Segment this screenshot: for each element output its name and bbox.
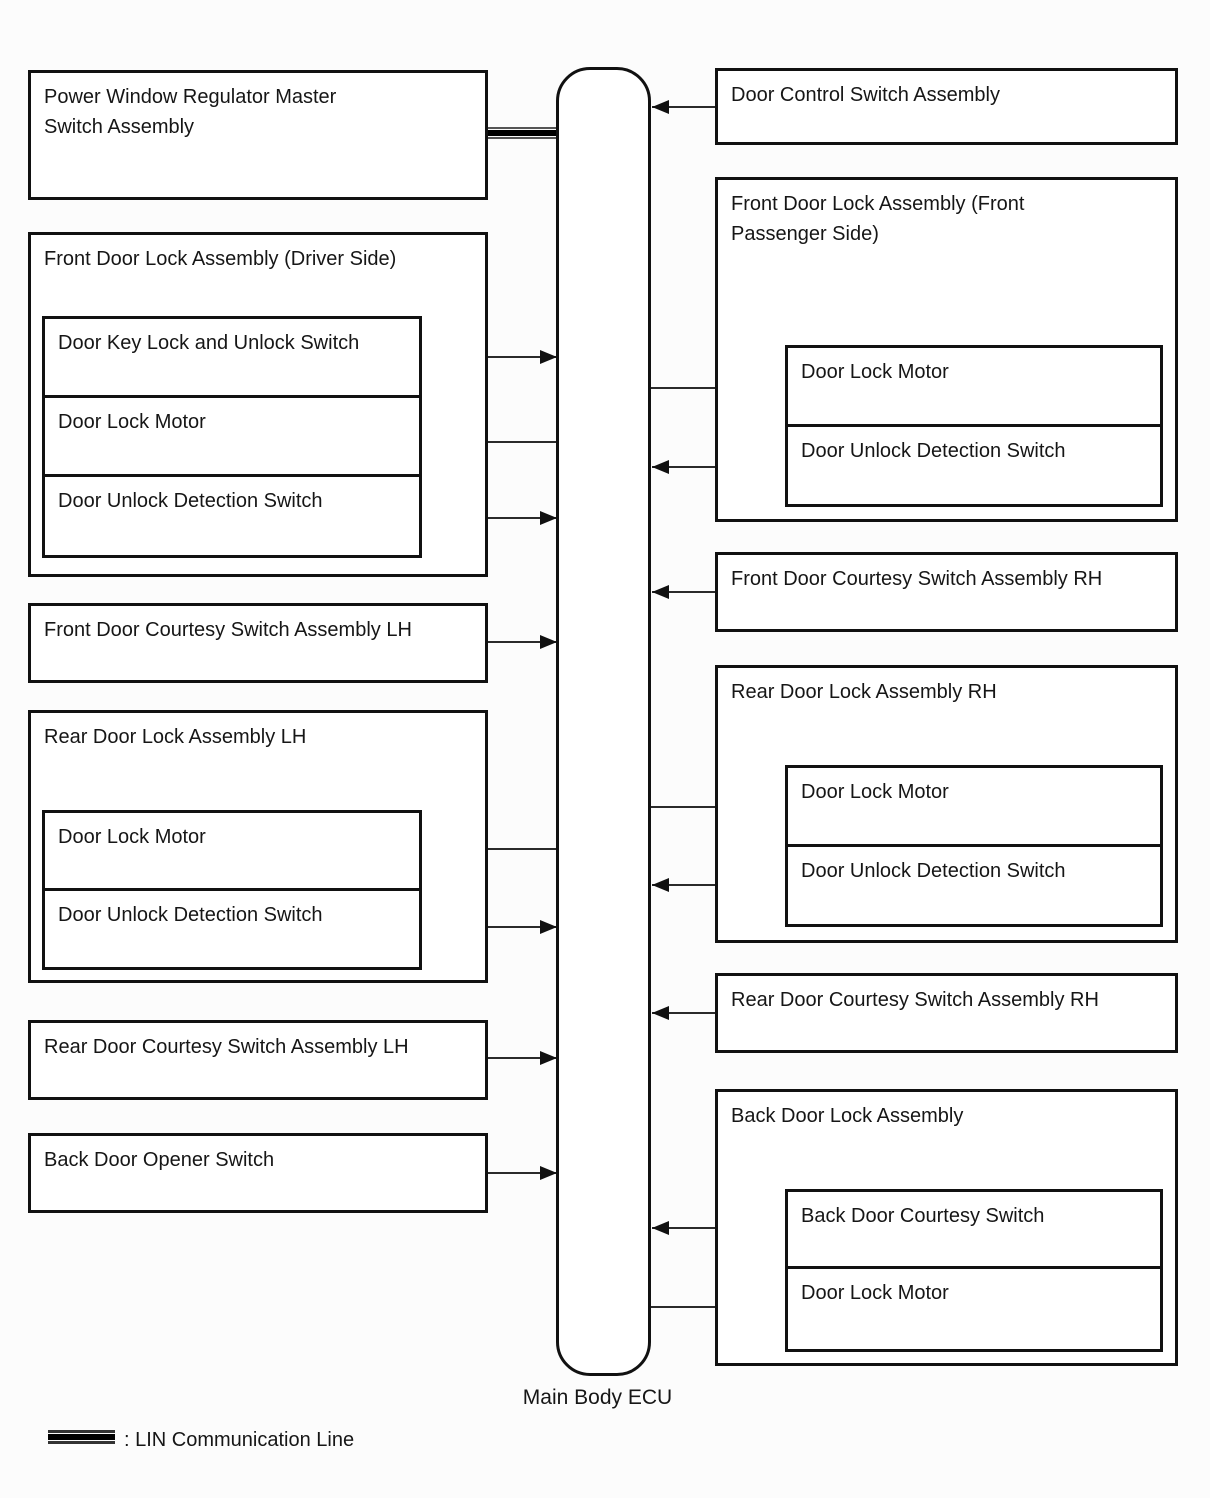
node-rear-door-courtesy-switch-rh: Rear Door Courtesy Switch Assembly RH — [715, 973, 1178, 1053]
subnode-door-lock-motor-rear-lh: Door Lock Motor — [42, 810, 422, 891]
subnode-door-key-lock-and-unlock-switch: Door Key Lock and Unlock Switch — [42, 316, 422, 398]
node-front-door-lock-assembly-passenger: Front Door Lock Assembly (Front Passenge… — [715, 177, 1178, 522]
subnode-title: Door Lock Motor — [58, 826, 206, 848]
node-front-door-courtesy-switch-rh: Front Door Courtesy Switch Assembly RH — [715, 552, 1178, 632]
subnode-door-unlock-detection-switch-rear-rh: Door Unlock Detection Switch — [785, 844, 1163, 927]
node-title: Door Control Switch Assembly — [731, 84, 1000, 106]
node-rear-door-lock-assembly-lh: Rear Door Lock Assembly LH Door Lock Mot… — [28, 710, 488, 983]
subnode-door-lock-motor-rear-rh: Door Lock Motor — [785, 765, 1163, 847]
node-title: Back Door Lock Assembly — [731, 1105, 964, 1127]
lin-line-legend-label: : LIN Communication Line — [124, 1429, 355, 1451]
subnode-door-unlock-detection-switch-passenger: Door Unlock Detection Switch — [785, 424, 1163, 507]
subnode-title: Door Unlock Detection Switch — [58, 490, 323, 512]
node-rear-door-courtesy-switch-lh: Rear Door Courtesy Switch Assembly LH — [28, 1020, 488, 1100]
node-title: Front Door Courtesy Switch Assembly RH — [731, 568, 1103, 590]
node-front-door-courtesy-switch-lh: Front Door Courtesy Switch Assembly LH — [28, 603, 488, 683]
node-title: Front Door Courtesy Switch Assembly LH — [44, 619, 412, 641]
subnode-door-lock-motor-passenger: Door Lock Motor — [785, 345, 1163, 427]
subnode-title: Door Lock Motor — [801, 781, 949, 803]
node-title: Power Window Regulator Master Switch Ass… — [44, 86, 337, 138]
lin-line-legend-swatch — [48, 1430, 115, 1444]
subnode-door-lock-motor-back: Door Lock Motor — [785, 1266, 1163, 1352]
subnode-door-unlock-detection-switch-rear-lh: Door Unlock Detection Switch — [42, 888, 422, 970]
subnode-title: Door Unlock Detection Switch — [801, 440, 1066, 462]
node-title: Rear Door Lock Assembly RH — [731, 681, 997, 703]
subnode-back-door-courtesy-switch: Back Door Courtesy Switch — [785, 1189, 1163, 1269]
node-door-control-switch-assembly: Door Control Switch Assembly — [715, 68, 1178, 145]
subnode-title: Door Lock Motor — [801, 361, 949, 383]
node-power-window-regulator-master-switch: Power Window Regulator Master Switch Ass… — [28, 70, 488, 200]
subnode-door-unlock-detection-switch-driver: Door Unlock Detection Switch — [42, 474, 422, 558]
node-main-body-ecu — [556, 67, 651, 1376]
subnode-title: Door Lock Motor — [58, 411, 206, 433]
node-title: Front Door Lock Assembly (Front Passenge… — [731, 193, 1025, 245]
node-title: Rear Door Courtesy Switch Assembly LH — [44, 1036, 409, 1058]
node-back-door-lock-assembly: Back Door Lock Assembly Back Door Courte… — [715, 1089, 1178, 1366]
node-title: Rear Door Lock Assembly LH — [44, 726, 307, 748]
node-rear-door-lock-assembly-rh: Rear Door Lock Assembly RH Door Lock Mot… — [715, 665, 1178, 943]
node-title: Front Door Lock Assembly (Driver Side) — [44, 248, 397, 270]
lin-communication-line — [488, 127, 556, 139]
node-title: Rear Door Courtesy Switch Assembly RH — [731, 989, 1099, 1011]
main-body-ecu-label: Main Body ECU — [522, 1386, 673, 1409]
node-front-door-lock-assembly-driver: Front Door Lock Assembly (Driver Side) D… — [28, 232, 488, 577]
subnode-title: Door Unlock Detection Switch — [58, 904, 323, 926]
subnode-title: Back Door Courtesy Switch — [801, 1205, 1045, 1227]
subnode-title: Door Lock Motor — [801, 1282, 949, 1304]
subnode-door-lock-motor-driver: Door Lock Motor — [42, 395, 422, 477]
node-title: Back Door Opener Switch — [44, 1149, 275, 1171]
subnode-title: Door Key Lock and Unlock Switch — [58, 332, 360, 354]
node-back-door-opener-switch: Back Door Opener Switch — [28, 1133, 488, 1213]
subnode-title: Door Unlock Detection Switch — [801, 860, 1066, 882]
